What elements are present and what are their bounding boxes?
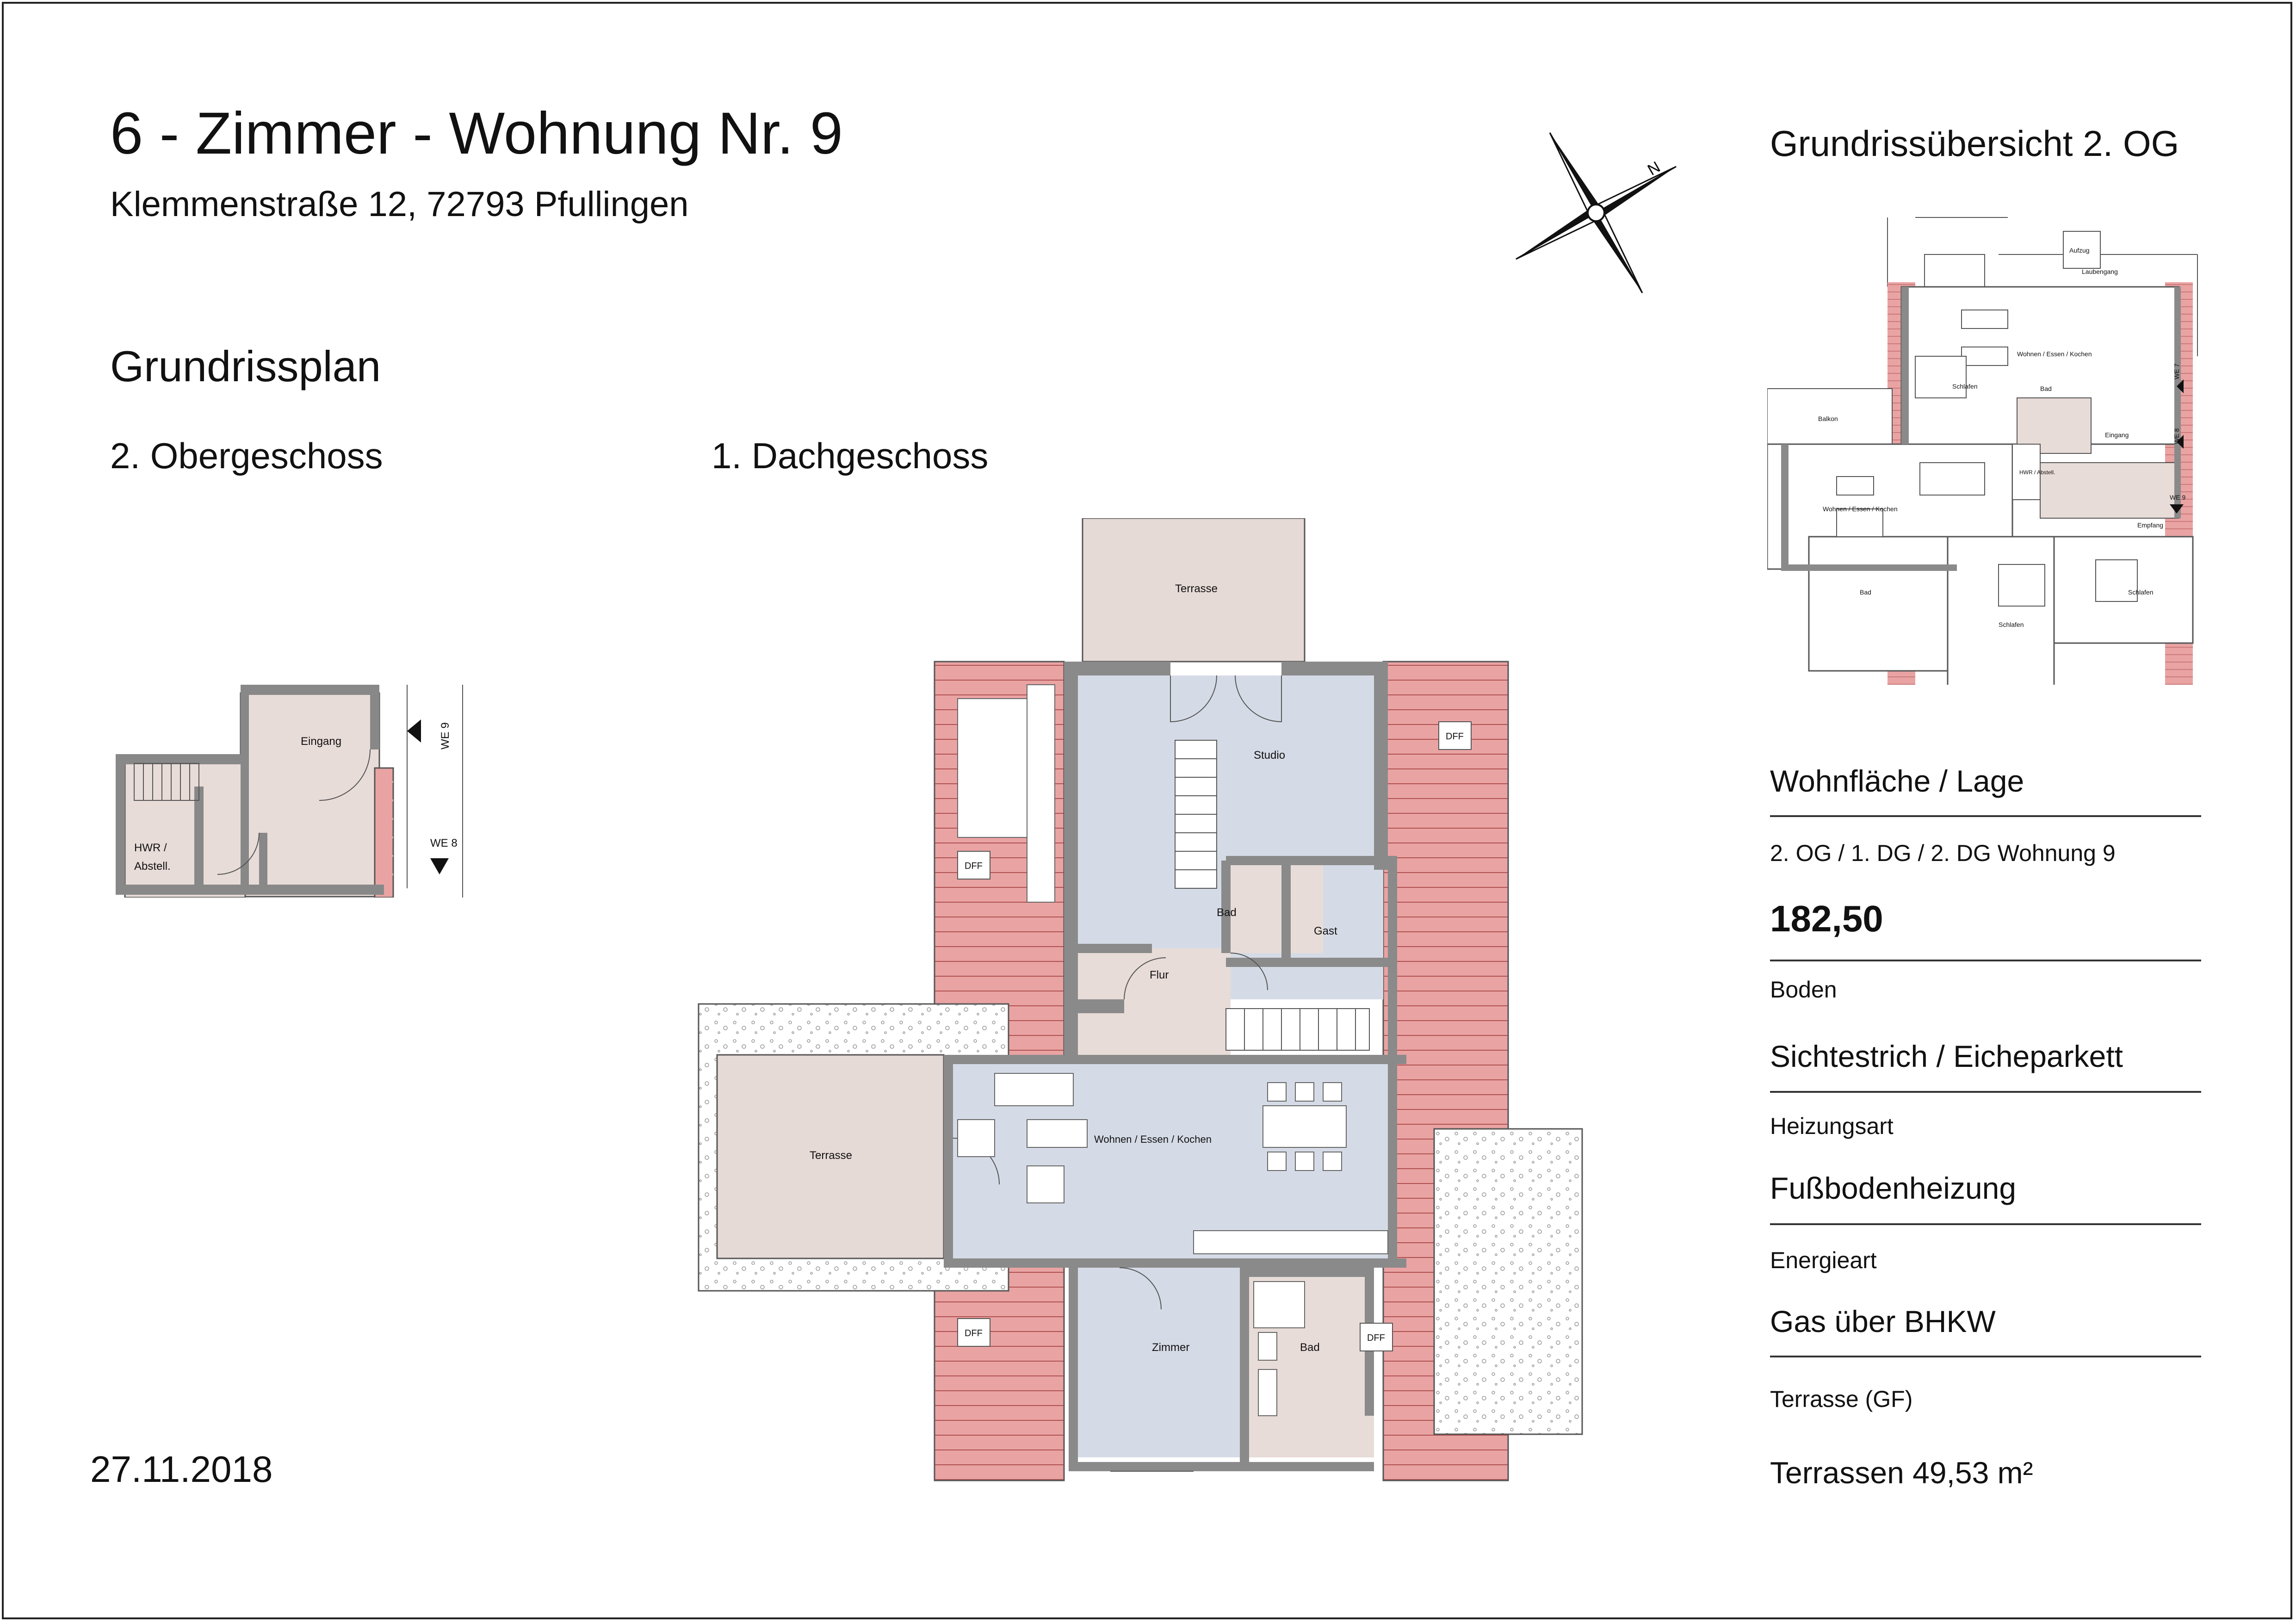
ov-schlafen-low-label: Schlafen — [1999, 621, 2024, 628]
dg-floor-plan: DFF DFF DFF DFF Terrasse Studio Bad Gast… — [698, 518, 1583, 1481]
rule-1 — [1770, 815, 2201, 817]
dg-bad-small-label: Bad — [1217, 906, 1237, 919]
floor-label-og: 2. Obergeschoss — [110, 435, 383, 476]
ov-schlafen-top-label: Schlafen — [1952, 383, 1977, 390]
dg-flur-label: Flur — [1150, 969, 1169, 981]
dg-terrasse-top-label: Terrasse — [1175, 582, 1218, 595]
dff-label-1: DFF — [1446, 731, 1464, 742]
wohnflaeche-label: Wohnfläche / Lage — [1770, 764, 2024, 798]
floor-label-dg: 1. Dachgeschoss — [712, 435, 989, 476]
section-heading: Grundrissplan — [110, 342, 381, 390]
heizung-label: Heizungsart — [1770, 1113, 1894, 1139]
ov-wohnen-top-label: Wohnen / Essen / Kochen — [2017, 350, 2092, 358]
rule-2 — [1770, 960, 2201, 961]
ov-bad-low-label: Bad — [1860, 588, 1871, 596]
dff-label-3: DFF — [965, 1328, 983, 1338]
compass-icon: N — [1516, 132, 1677, 293]
rule-4 — [1770, 1223, 2201, 1225]
og-we9-label: WE 9 — [439, 722, 452, 750]
lage-value: 2. OG / 1. DG / 2. DG Wohnung 9 — [1770, 840, 2116, 866]
dg-wohnen-label: Wohnen / Essen / Kochen — [1094, 1134, 1212, 1145]
og-floor-plan: Eingang HWR / Abstell. WE 9 WE 8 — [116, 685, 463, 898]
dg-bad-large-label: Bad — [1300, 1341, 1320, 1354]
overview-floor-plan: Aufzug Laubengang Wohnen / Essen / Koche… — [1767, 217, 2198, 685]
ov-empfang-label: Empfang — [2137, 521, 2163, 529]
og-hwr-label: HWR / — [134, 842, 167, 854]
ov-schlafen-right-label: Schlafen — [2128, 588, 2153, 596]
heizung-value: Fußbodenheizung — [1770, 1171, 2017, 1205]
terrasse-value: Terrassen 49,53 m² — [1770, 1456, 2033, 1490]
og-abstell-label: Abstell. — [134, 860, 171, 873]
energie-value: Gas über BHKW — [1770, 1304, 1996, 1338]
ov-hwr-label: HWR / Abstell. — [2019, 469, 2055, 476]
plan-date: 27.11.2018 — [90, 1449, 273, 1490]
dff-label-4: DFF — [1367, 1333, 1385, 1343]
ov-we7-label: WE 7 — [2173, 364, 2180, 379]
dg-terrasse-left-label: Terrasse — [810, 1149, 852, 1162]
dg-gast-label: Gast — [1314, 925, 1337, 937]
og-we8-label: WE 8 — [430, 837, 458, 849]
ov-balkon-label: Balkon — [1818, 415, 1838, 422]
overview-title: Grundrissübersicht 2. OG — [1770, 123, 2179, 164]
rule-5 — [1770, 1356, 2201, 1357]
ov-laubengang-label: Laubengang — [2082, 268, 2118, 275]
boden-value: Sichtestrich / Eicheparkett — [1770, 1039, 2123, 1073]
dg-studio-label: Studio — [1254, 749, 1285, 762]
dg-zimmer-label: Zimmer — [1152, 1341, 1189, 1354]
terrasse-label: Terrasse (GF) — [1770, 1386, 1913, 1412]
ov-we9-label: WE 9 — [2170, 494, 2185, 501]
page-title: 6 - Zimmer - Wohnung Nr. 9 — [110, 100, 843, 167]
flaeche-value: 182,50 — [1770, 898, 1883, 939]
ov-eingang-label: Eingang — [2105, 431, 2129, 439]
address: Klemmenstraße 12, 72793 Pfullingen — [110, 185, 689, 224]
ov-bad-top-label: Bad — [2040, 385, 2052, 392]
rule-3 — [1770, 1091, 2201, 1093]
dff-label-2: DFF — [965, 861, 983, 871]
ov-wohnen-main-label: Wohnen / Essen / Kochen — [1823, 505, 1898, 513]
boden-label: Boden — [1770, 977, 1837, 1003]
og-eingang-label: Eingang — [301, 735, 341, 748]
energie-label: Energieart — [1770, 1247, 1877, 1273]
ov-aufzug-label: Aufzug — [2069, 247, 2090, 254]
